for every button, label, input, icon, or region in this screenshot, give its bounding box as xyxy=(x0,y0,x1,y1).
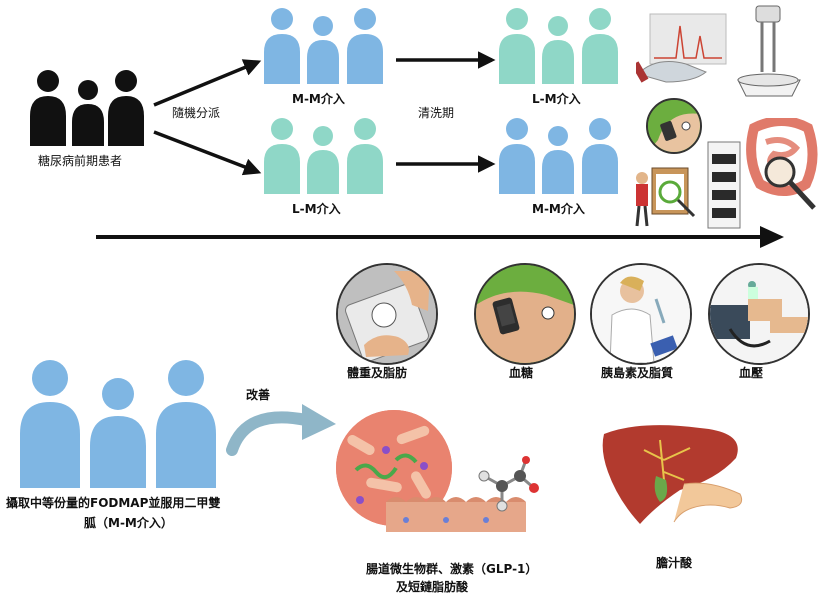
lm-group-bottom-icon xyxy=(264,118,383,194)
liver-gallbladder-icon xyxy=(602,425,743,524)
patients-label: 糖尿病前期患者 xyxy=(38,154,123,168)
patients-group-icon xyxy=(30,70,144,146)
improve-label: 改善 xyxy=(246,388,271,402)
intestine-magnifier-icon xyxy=(746,118,818,210)
body-scale-icon xyxy=(737,5,801,97)
insulin-lipid-image xyxy=(590,263,692,365)
mm-top-label: M-M介入 xyxy=(292,92,345,106)
bile-acid-label: 膽汁酸 xyxy=(656,556,693,570)
randomize-label: 隨機分派 xyxy=(172,106,221,120)
clipboard-checkup-icon xyxy=(635,167,696,227)
washout-label: 清洗期 xyxy=(418,106,455,120)
scfa-molecule-icon xyxy=(478,456,539,512)
weight-fat-label: 體重及脂肪 xyxy=(347,366,408,380)
lab-analyzer-icon xyxy=(707,141,741,229)
washout-arrows xyxy=(396,51,496,173)
gut-label-line1: 腸道微生物群、激素（GLP-1） xyxy=(366,562,538,576)
blood-test-chart-icon xyxy=(636,13,727,83)
cgm-arm-small-icon xyxy=(646,98,702,154)
gut-label-line2: 及短鏈脂肪酸 xyxy=(396,580,469,594)
lm-group-top-icon xyxy=(499,8,618,84)
intake-label-line2: 胍（M-M介入） xyxy=(84,516,173,530)
glucose-image xyxy=(474,263,576,365)
blood-pressure-image xyxy=(708,263,810,365)
insulin-lipid-label: 胰島素及脂質 xyxy=(601,366,674,380)
intake-label-line1: 攝取中等份量的FODMAP並服用二甲雙 xyxy=(6,496,221,510)
lm-bottom-label: L-M介入 xyxy=(292,202,341,216)
lm-top-label: L-M介入 xyxy=(532,92,581,106)
mm-group-bottom-icon xyxy=(499,118,618,194)
blood-pressure-label: 血壓 xyxy=(739,366,764,380)
mm-bottom-label: M-M介入 xyxy=(532,202,585,216)
improve-arrow xyxy=(226,404,336,456)
timeline-arrow xyxy=(96,226,784,248)
randomize-arrows xyxy=(153,59,262,176)
glucose-label: 血糖 xyxy=(509,366,534,380)
weight-fat-image xyxy=(336,263,438,365)
mm-group-top-icon xyxy=(264,8,383,84)
intake-group-icon xyxy=(20,360,216,488)
